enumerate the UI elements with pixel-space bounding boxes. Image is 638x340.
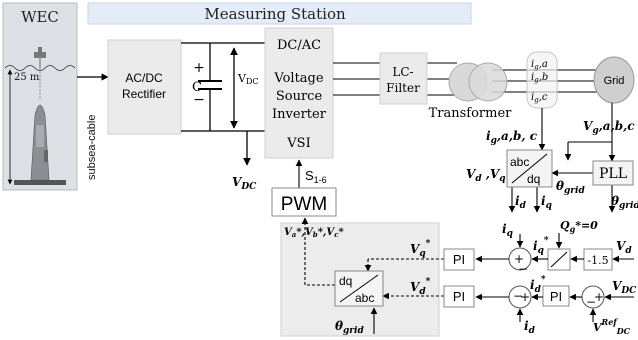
depth-label: 25 m	[14, 72, 40, 83]
grid-label: Grid	[604, 75, 625, 87]
subsea-cable: subsea-cable	[77, 73, 109, 180]
transformer-icon	[448, 62, 508, 102]
iq-meas-label: iq	[502, 222, 513, 239]
dc-link	[181, 42, 265, 166]
id-meas-label: id	[524, 319, 536, 336]
iq-label: iq	[541, 194, 552, 211]
rectifier-line2: Rectifier	[122, 87, 166, 101]
abc-dq-top: abc	[510, 155, 529, 169]
wec-panel: WEC 25 m	[2, 2, 78, 191]
vdc-link-label: VDC	[237, 72, 259, 86]
measurement-lines	[508, 103, 616, 213]
vq-star-label: Vq*	[410, 239, 431, 259]
wec-title: WEC	[21, 8, 59, 26]
vabc-label: Vg,a,b,c	[583, 119, 635, 136]
qg-star-label: Qg*=0	[560, 219, 598, 234]
vsi-line4: Inverter	[272, 107, 327, 122]
measuring-station-banner	[87, 2, 472, 25]
s16-label: S1-6	[305, 168, 327, 185]
sum-vdc-plus: +	[594, 290, 604, 304]
pi-d-block	[443, 285, 475, 308]
id-label: id	[515, 194, 527, 211]
dotted-lines	[301, 217, 444, 300]
vsi-line2: Voltage	[273, 71, 323, 86]
current-igb: ig,b	[531, 72, 548, 84]
vd-vq-label: Vd ,Vq	[466, 167, 506, 184]
pi-q-label: PI	[453, 252, 465, 267]
sum-id-plus: +	[520, 290, 530, 304]
pi-dc-label: PI	[550, 289, 562, 304]
sum-vdc-minus: −	[586, 295, 596, 309]
control-lines	[475, 233, 634, 322]
cable-label: subsea-cable	[86, 115, 98, 180]
vd-meas-label: Vd	[616, 239, 632, 256]
dc-minus: −	[193, 92, 205, 108]
vdc-output-label: VDC	[232, 175, 257, 192]
grid-icon	[593, 56, 635, 104]
vsi-line3: Source	[276, 89, 323, 104]
current-iga: ig,a	[531, 59, 548, 71]
rectifier-line1: AC/DC	[125, 71, 163, 85]
theta-grid-2: θgrid	[611, 194, 638, 211]
theta-grid-3: θgrid	[335, 319, 364, 336]
vsi-line5: VSI	[286, 136, 310, 151]
dq-abc-bottom: abc	[355, 291, 374, 305]
vd-star-label: Vd*	[410, 277, 431, 297]
pwm-label: PWM	[281, 194, 327, 215]
vsi-line1: DC/AC	[277, 38, 321, 53]
vdc-meas-label: VDC	[612, 279, 637, 296]
pi-q-block	[443, 248, 475, 271]
lc-filter-block	[379, 52, 428, 105]
sum-iq-plus: +	[514, 252, 524, 266]
vabc-star-label: Va*,Vb*,Vc*	[284, 227, 344, 239]
vsi-block	[264, 27, 334, 159]
iabc-label: ig,a,b, c	[486, 129, 538, 146]
capacitor-label: C	[192, 80, 202, 95]
transformer-label: Transformer	[429, 106, 513, 121]
pi-dc-block	[542, 285, 570, 307]
rectifier-block	[107, 39, 182, 135]
sum-id-minus: −	[513, 289, 523, 303]
sum-iq-minus: −	[518, 262, 528, 276]
dq-abc-top: dq	[339, 274, 352, 288]
vref-dc-label: VRefDC	[593, 317, 631, 336]
pwm-block	[271, 187, 337, 217]
abc-dq-bottom: dq	[527, 172, 540, 186]
lc-filter-line2: Filter	[386, 81, 420, 95]
station-title: Measuring Station	[204, 5, 346, 23]
dc-plus: +	[193, 60, 205, 76]
lc-filter-line1: LC-	[392, 65, 413, 79]
current-igc: ig,c	[531, 92, 548, 104]
iq-star-label: iq*	[533, 236, 549, 256]
id-star-label: id*	[530, 275, 546, 295]
pll-label: PLL	[599, 166, 627, 182]
gain-label: -1.5	[587, 254, 608, 267]
pll-block	[592, 160, 634, 186]
theta-grid-1: θgrid	[556, 179, 585, 196]
pi-d-label: PI	[453, 289, 465, 304]
